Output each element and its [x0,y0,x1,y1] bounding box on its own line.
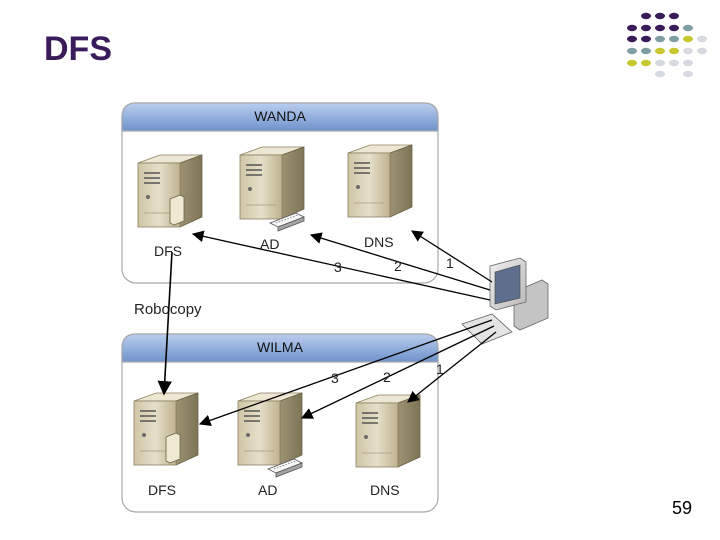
site-wilma-header [121,333,439,363]
site-wanda-name: WANDA [254,108,306,124]
server-label-ad-wilma: AD [258,482,277,498]
arrow-client-to-dfs-wilma [198,319,493,426]
step-1-wanda: 1 [446,255,454,271]
client-screen [494,264,521,305]
dns-server-wilma[interactable] [355,394,421,468]
step-3-wilma: 3 [331,370,339,386]
dfs-folder-icon [169,194,185,226]
arrow-client-to-ad-wilma [300,325,495,419]
client-workstation[interactable] [461,257,549,345]
site-wilma-name: WILMA [257,339,304,355]
dns-server-wanda[interactable] [347,144,413,218]
dfs-folder-icon [165,432,181,464]
dfs-server-wilma[interactable] [133,392,199,466]
site-wanda-header [121,102,439,132]
step-3-wanda: 3 [334,259,342,275]
arrow-client-to-dfs-wanda [191,230,491,301]
step-2-wanda: 2 [394,258,402,274]
site-wanda: WANDA DFS AD DNS [121,102,439,284]
robocopy-arrow [157,251,173,396]
server-label-ad-wanda: AD [260,236,279,252]
site-wilma: WILMA DFS AD DNS [121,333,439,513]
arrow-client-to-ad-wanda [309,232,491,291]
dfs-server-wanda[interactable] [137,154,203,228]
step-1-wilma: 1 [436,361,444,377]
page-number: 59 [672,498,693,518]
server-label-dfs-wanda: DFS [154,243,182,259]
arrow-client-to-dns-wilma [407,331,497,403]
server-label-dns-wilma: DNS [370,482,400,498]
ad-server-wilma[interactable] [237,392,303,478]
arrow-client-to-dns-wanda [411,230,493,283]
step-2-wilma: 2 [383,369,391,385]
server-label-dfs-wilma: DFS [148,482,176,498]
slide-title: DFS [44,30,112,68]
decorative-dot-grid [627,12,707,78]
ad-server-wanda[interactable] [239,146,305,232]
server-label-dns-wanda: DNS [364,234,394,250]
